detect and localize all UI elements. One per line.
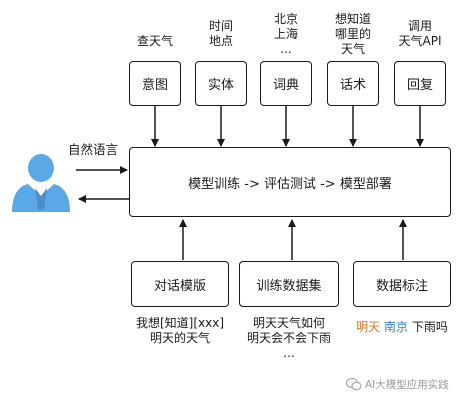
data-labeling-caption: 明天 南京 下雨吗 <box>349 320 455 335</box>
reply-label: 回复 <box>406 78 433 93</box>
dialog-template-label: 对话模版 <box>153 278 206 294</box>
watermark: AI大模型应用实践 <box>346 376 449 392</box>
script-label: 话术 <box>339 78 366 93</box>
labeled-time-entity: 明天 <box>356 320 381 334</box>
training-dataset-caption: 明天天气如何 明天会不会下雨 ... <box>246 316 331 360</box>
natural-language-label: 自然语言 <box>68 142 119 157</box>
reply-caption: 调用 天气API <box>398 19 442 48</box>
data-labeling-label: 数据标注 <box>375 278 428 294</box>
entity-label: 实体 <box>207 78 234 93</box>
training-dataset-box: 训练数据集 <box>239 261 339 307</box>
training-pipeline-box: 模型训练 -> 评估测试 -> 模型部署 <box>129 147 451 217</box>
script-box: 话术 <box>327 61 379 106</box>
entity-caption: 时间 地点 <box>208 19 233 48</box>
training-dataset-label: 训练数据集 <box>256 278 322 294</box>
data-labeling-box: 数据标注 <box>353 261 451 307</box>
reply-box: 回复 <box>394 61 446 106</box>
watermark-text: AI大模型应用实践 <box>365 378 449 391</box>
intent-box: 意图 <box>129 61 181 106</box>
dialog-template-box: 对话模版 <box>131 261 229 307</box>
entity-box: 实体 <box>195 61 247 106</box>
lexicon-box: 词典 <box>260 61 312 106</box>
lexicon-caption: 北京 上海 ... <box>273 12 298 56</box>
user-icon <box>12 154 70 212</box>
wechat-icon <box>346 378 362 391</box>
dialog-template-caption: 我想[知道][xxx] 明天的天气 <box>135 316 225 345</box>
training-pipeline-label: 模型训练 -> 评估测试 -> 模型部署 <box>188 176 392 192</box>
labeled-plain-text: 下雨吗 <box>411 320 448 334</box>
script-caption: 想知道 哪里的 天气 <box>334 12 371 56</box>
labeled-location-entity: 南京 <box>383 320 408 334</box>
intent-label: 意图 <box>141 78 168 93</box>
intent-caption: 查天气 <box>136 34 173 48</box>
lexicon-label: 词典 <box>272 78 299 93</box>
